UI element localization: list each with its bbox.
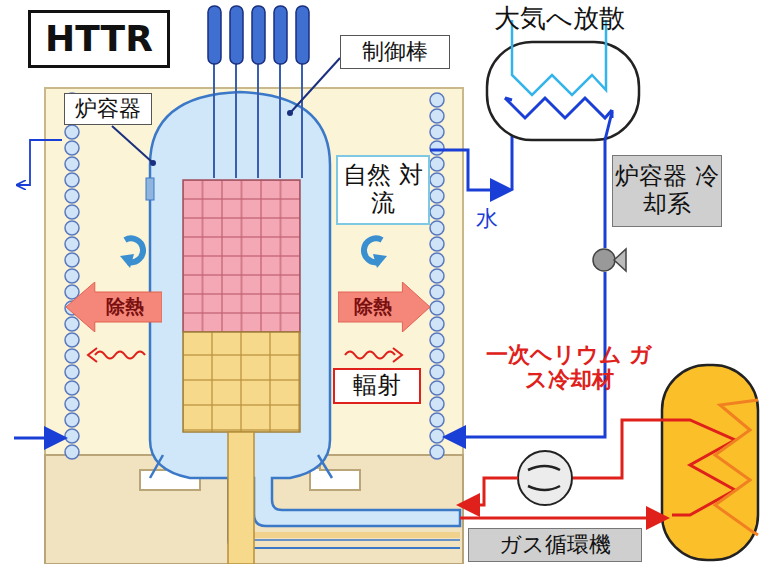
node-text: 制御棒 [362, 39, 428, 64]
callout-box: 炉容器 [64, 93, 152, 125]
node-text: ガス循環機 [499, 532, 611, 557]
node-text: HTTR [45, 18, 153, 59]
heat-arrow: 除熱 [338, 282, 430, 332]
system-box: 炉容器 冷却系 [612, 155, 722, 227]
label-box: 輻射 [333, 368, 421, 404]
node-text: 輻射 [353, 372, 401, 400]
title-box: HTTR [28, 10, 170, 68]
component-box: ガス循環機 [468, 528, 642, 562]
callout-box: 制御棒 [340, 35, 450, 69]
coolant-label: 一次ヘリウム ガス冷却材 [484, 342, 654, 393]
note-text: 大気へ放散 [494, 4, 684, 34]
heat-arrow: 除熱 [66, 282, 162, 332]
node-text: 炉容器 [75, 96, 141, 121]
node-text: 除熱 [354, 296, 392, 318]
label-box: 自然 対流 [336, 155, 430, 225]
flow-label: 水 [476, 206, 506, 231]
node-text: 炉容器 冷却系 [615, 163, 719, 218]
node-text: 自然 対流 [340, 162, 426, 217]
node-text: 除熱 [106, 296, 144, 318]
